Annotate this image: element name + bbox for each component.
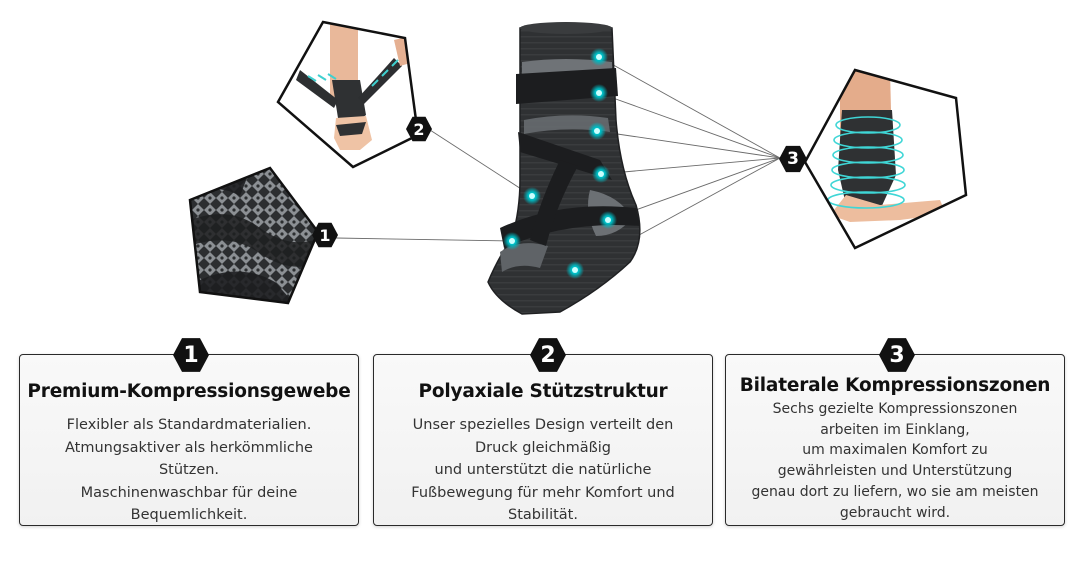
card-line: Flexibler als Standardmaterialien. (66, 417, 312, 433)
zone-marker (503, 232, 521, 250)
zone-marker (599, 211, 617, 229)
compression-zone-markers (503, 48, 617, 279)
card-line: Druck gleichmäßig (474, 439, 611, 456)
zone-marker (590, 48, 608, 66)
card-badge-1: 1 (173, 338, 209, 372)
fabric-closeup-image (188, 166, 320, 305)
card-title: Premium-Kompressionsgewebe (27, 381, 351, 402)
card-line: um maximalen Komfort zu (802, 442, 988, 459)
card-body: Sechs gezielte Kompressionszonen arbeite… (726, 399, 1064, 523)
card-line: gebraucht wird. (839, 504, 951, 521)
card-line: Fußbewegung für mehr Komfort und (411, 484, 675, 501)
card-line: Unser spezielles Design verteilt den (412, 417, 674, 433)
strap-application-image (276, 20, 420, 169)
card-line: arbeiten im Einklang, (820, 421, 970, 438)
card-line: Atmungsaktiver als herkömmliche (65, 439, 313, 456)
card-title: Bilaterale Kompressionszonen (739, 375, 1051, 396)
ankle-brace-image (487, 22, 641, 315)
callout-badge-3: 3 (779, 145, 807, 173)
callout-badge-2: 2 (406, 116, 432, 142)
compression-zones-image (803, 68, 968, 250)
callout-badge-1: 1 (312, 222, 338, 248)
leader-lines (335, 56, 781, 271)
card-body: Flexibler als Standardmaterialien. Atmun… (20, 414, 358, 527)
zone-marker (566, 261, 584, 279)
card-line: gewährleisten und Unterstützung (777, 463, 1013, 480)
feature-card-1: Premium-Kompressionsgewebe Flexibler als… (19, 354, 359, 526)
zone-marker (590, 84, 608, 102)
card-title: Polyaxiale Stützstruktur (418, 381, 668, 402)
feature-card-2: Polyaxiale Stützstruktur Unser spezielle… (373, 354, 713, 526)
zone-marker (588, 122, 606, 140)
card-badge-2: 2 (530, 338, 566, 372)
product-diagram (188, 20, 968, 315)
card-line: und unterstützt die natürliche (434, 462, 652, 478)
card-line: Bequemlichkeit. (130, 507, 248, 523)
zone-marker (523, 187, 541, 205)
card-body: Unser spezielles Design verteilt den Dru… (374, 414, 712, 527)
zone-marker (592, 165, 610, 183)
card-line: genau dort zu liefern, wo sie am meisten (751, 483, 1039, 500)
card-line: Maschinenwaschbar für deine (80, 484, 298, 501)
feature-card-3: Bilaterale Kompressionszonen Sechs gezie… (725, 354, 1065, 526)
card-line: Sechs gezielte Kompressionszonen (772, 401, 1018, 417)
card-badge-3: 3 (879, 338, 915, 372)
card-line: Stabilität. (508, 507, 578, 523)
card-line: Stützen. (158, 462, 220, 478)
